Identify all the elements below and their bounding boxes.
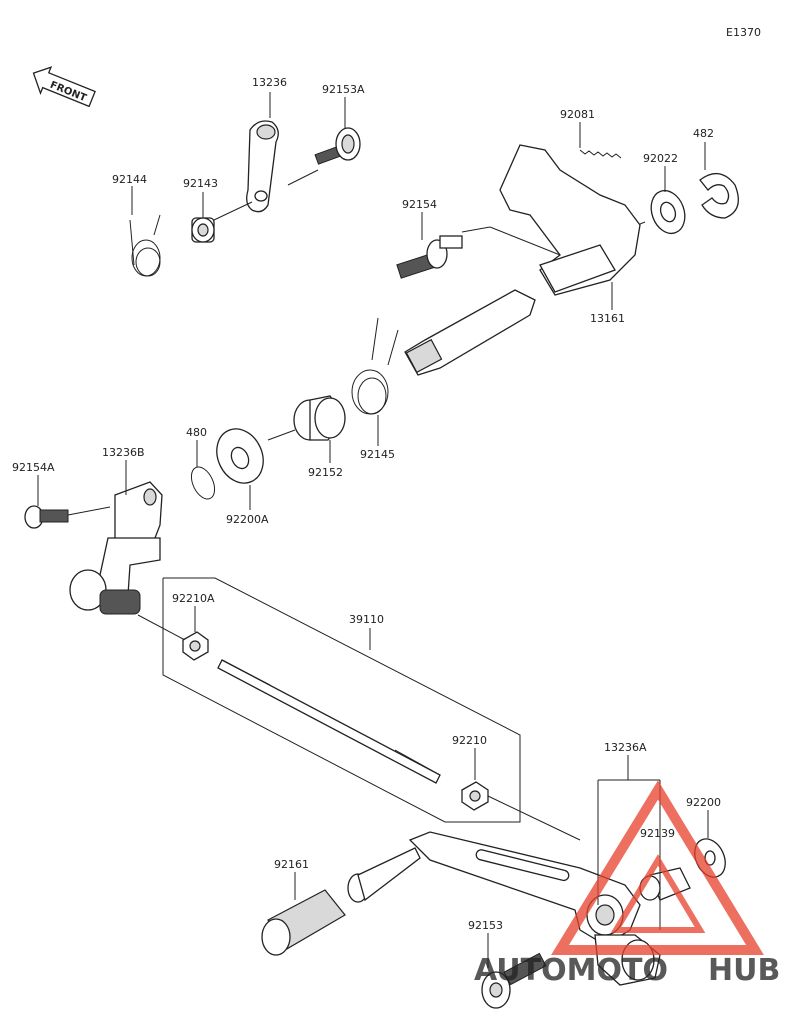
label-92200: 92200 [686, 796, 721, 809]
part-480-circlip [190, 466, 216, 500]
part-92145-spring [351, 317, 399, 415]
label-92153A: 92153A [322, 83, 365, 96]
label-13236B: 13236B [102, 446, 145, 459]
part-92153-bolt [481, 952, 547, 1009]
part-92152-collar [293, 395, 346, 441]
watermark-text-part1: AUTOMOTO [474, 953, 668, 988]
watermark-text-part2: HUB [708, 953, 780, 988]
part-92022-washer [650, 189, 686, 235]
part-482-clip [699, 173, 739, 219]
label-92022: 92022 [643, 152, 678, 165]
label-92081: 92081 [560, 108, 595, 121]
part-92154-bolt [396, 235, 463, 279]
part-92144-spring [129, 214, 161, 277]
label-482: 482 [693, 127, 714, 140]
label-92161: 92161 [274, 858, 309, 871]
label-39110: 39110 [349, 613, 384, 626]
watermark-inner-triangle-icon [610, 854, 706, 933]
part-92161-footpeg-rubber [261, 847, 421, 956]
diagram-code: E1370 [726, 26, 761, 39]
label-92139: 92139 [640, 827, 675, 840]
part-labels: 13236 92153A 92144 92143 92081 482 92022… [12, 76, 721, 932]
part-92154A-bolt [24, 505, 69, 529]
part-92210-nut [461, 781, 489, 811]
part-92153A-bolt [314, 127, 361, 165]
leader-lines [37, 92, 709, 968]
part-39110-rod [217, 659, 441, 784]
label-92143: 92143 [183, 177, 218, 190]
label-92154: 92154 [402, 198, 437, 211]
front-arrow-icon: FRONT [32, 66, 96, 108]
label-480: 480 [186, 426, 207, 439]
part-92081-spring [579, 149, 622, 159]
watermark-triangle-icon [551, 780, 764, 955]
label-92144: 92144 [112, 173, 147, 186]
part-92210A-nut [182, 631, 209, 661]
label-92210A: 92210A [172, 592, 215, 605]
part-13236B-arm [69, 481, 163, 615]
label-13236: 13236 [252, 76, 287, 89]
label-92145: 92145 [360, 448, 395, 461]
part-13236-arm [246, 120, 279, 213]
label-13161: 13161 [590, 312, 625, 325]
label-13236A: 13236A [604, 741, 647, 754]
label-92210: 92210 [452, 734, 487, 747]
watermark-logo: AUTOMOTO HUB [474, 780, 780, 988]
part-92200A-washer [216, 428, 264, 484]
label-92154A: 92154A [12, 461, 55, 474]
part-92143-collar [191, 217, 215, 243]
label-92200A: 92200A [226, 513, 269, 526]
part-13161-shift-shaft [404, 144, 641, 376]
label-92153: 92153 [468, 919, 503, 932]
label-92152: 92152 [308, 466, 343, 479]
